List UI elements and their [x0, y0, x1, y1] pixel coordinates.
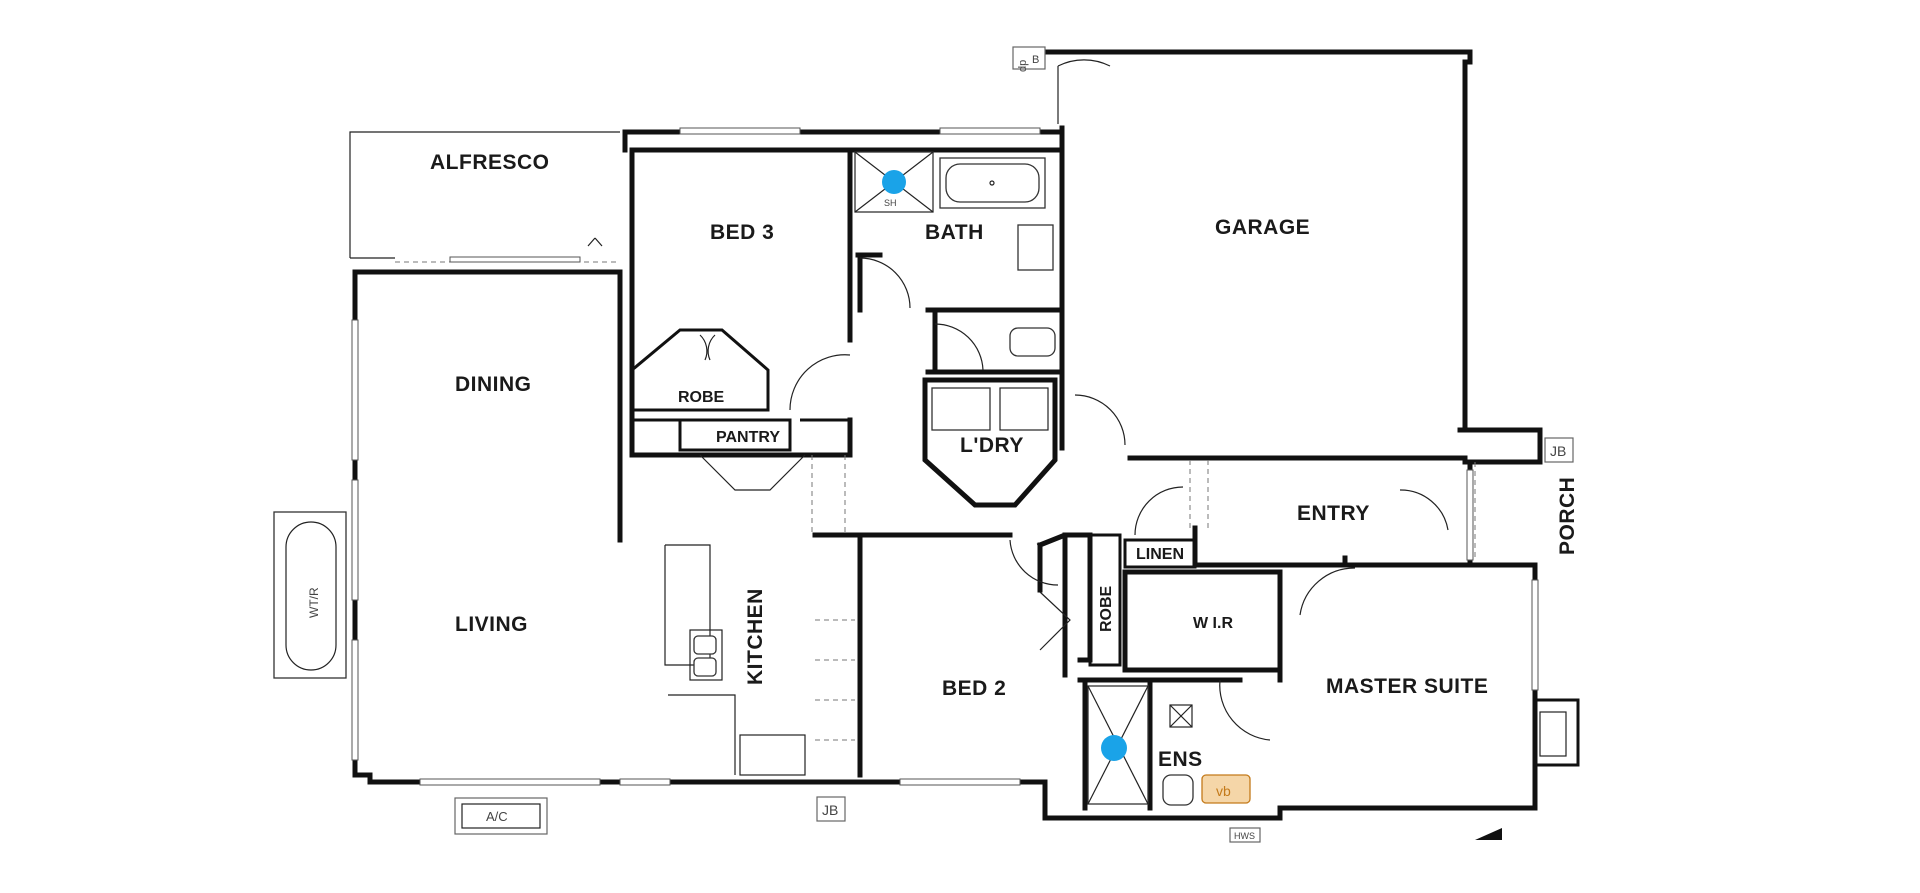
label-dining: DINING [455, 373, 532, 396]
label-wir: W I.R [1193, 615, 1233, 632]
tag-dp: dp [1017, 60, 1029, 72]
tag-jb-bottom: JB [822, 802, 838, 818]
tag-hws: HWS [1234, 831, 1255, 841]
label-living: LIVING [455, 613, 528, 636]
windows [351, 127, 1539, 786]
tag-vb: vb [1216, 783, 1231, 799]
label-ens: ENS [1158, 748, 1203, 771]
tag-b: B [1032, 54, 1039, 66]
label-bed2: BED 2 [942, 677, 1006, 700]
label-robe-bed3: ROBE [678, 389, 725, 406]
service-tags: dp B JB JB A/C WT/R HWS vb SH [307, 46, 1574, 843]
label-bed3: BED 3 [710, 221, 774, 244]
door-swings [699, 59, 1449, 741]
fixtures [273, 151, 1476, 806]
label-master-suite: MASTER SUITE [1326, 675, 1488, 698]
label-linen: LINEN [1136, 546, 1184, 563]
tag-jb-porch: JB [1550, 443, 1566, 459]
tag-wtr: WT/R [307, 587, 321, 618]
label-porch: PORCH [1556, 477, 1579, 555]
label-alfresco: ALFRESCO [430, 151, 550, 174]
interior-walls [629, 147, 1458, 811]
tag-shower: SH [884, 198, 897, 208]
label-robe-bed2: ROBE [1098, 585, 1115, 632]
label-bath: BATH [925, 221, 984, 244]
label-laundry: L'DRY [960, 434, 1024, 457]
alfresco-area [349, 131, 620, 263]
label-pantry: PANTRY [716, 429, 780, 446]
meter-box-icon [1475, 828, 1502, 840]
label-entry: ENTRY [1297, 502, 1370, 525]
label-kitchen: KITCHEN [744, 588, 767, 685]
label-garage: GARAGE [1215, 216, 1310, 239]
room-labels: ALFRESCO BED 3 BATH GARAGE DINING ROBE P… [430, 151, 1579, 771]
tag-ac: A/C [486, 809, 508, 824]
